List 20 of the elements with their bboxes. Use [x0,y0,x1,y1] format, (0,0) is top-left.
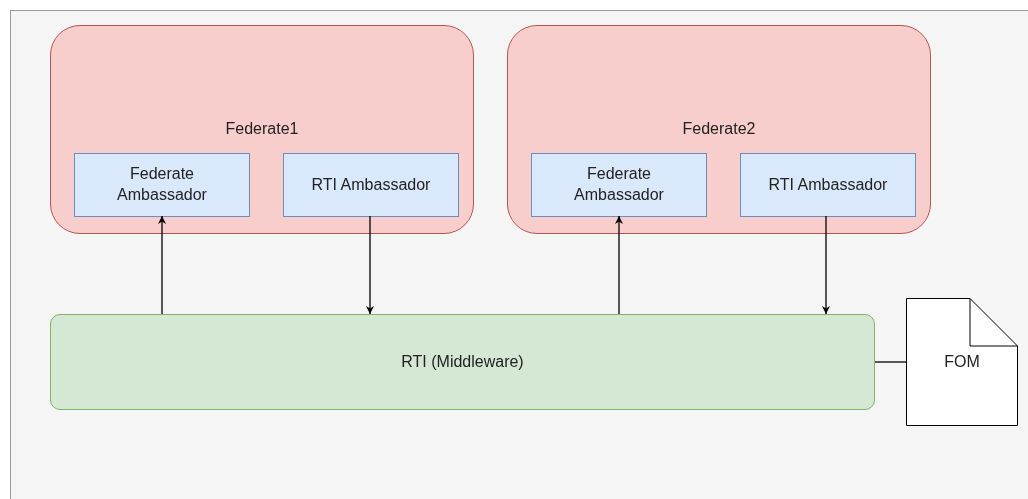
node-label: RTI Ambassador [310,174,432,195]
arrow [366,215,374,315]
arrow [615,215,623,315]
federate-box [50,25,474,234]
ambassador-box [74,153,250,217]
connector-line [874,361,907,363]
federate-box [507,25,931,234]
ambassador-box [531,153,707,217]
node-label: Federate1 [224,119,300,139]
ambassador-box [740,153,916,217]
node-label: Federate2 [681,119,757,139]
arrow [158,215,166,315]
ambassador-box [283,153,459,217]
node-label: FOM [944,351,980,372]
node-label: RTI (Middleware) [401,351,524,372]
node-label: Federate Ambassador [116,164,208,205]
middleware-box [50,314,875,410]
arrow [822,215,830,315]
node-label: Federate Ambassador [573,164,665,205]
node-label: RTI Ambassador [767,174,889,195]
